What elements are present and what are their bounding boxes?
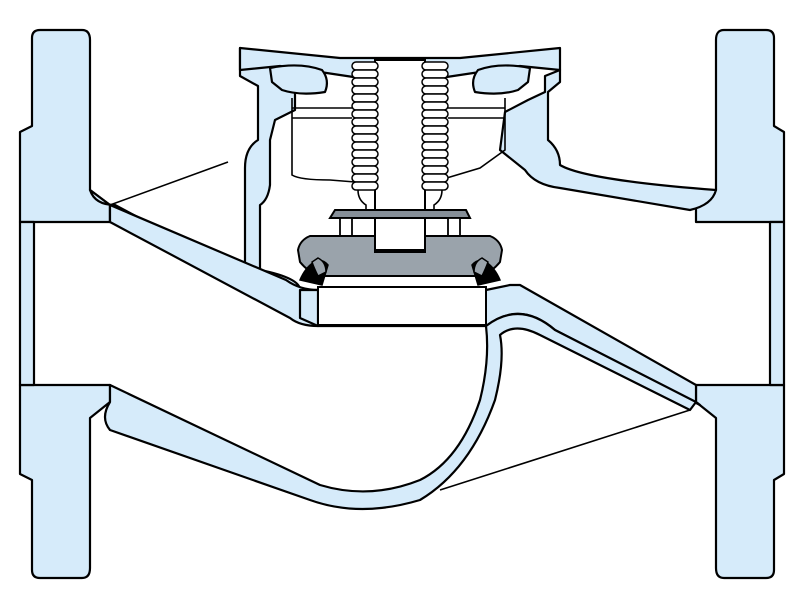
upper-flow-line	[109, 161, 229, 206]
right-flange	[694, 28, 786, 224]
spring-right-coil-2	[421, 77, 449, 87]
spring-left-coil-14	[351, 173, 379, 183]
guide-stem	[374, 59, 426, 251]
bonnet-chamber-left	[291, 98, 356, 183]
spring-right-coil-15	[421, 181, 449, 191]
disc-top-plate-right-foot	[447, 217, 461, 237]
spring-left-coil-13	[351, 165, 379, 175]
spring-right-coil-0	[421, 61, 449, 71]
spring-left-coil-15	[351, 181, 379, 191]
spring-left-coil-9	[351, 133, 379, 143]
left-bore-face	[18, 220, 36, 387]
disc-top-plate-left-foot	[339, 217, 353, 237]
spring-left-coil-10	[351, 141, 379, 151]
spring-right-coil-10	[421, 141, 449, 151]
spring-right-coil-5	[421, 101, 449, 111]
spring-right-coil-3	[421, 85, 449, 95]
spring-right-coil-7	[421, 117, 449, 127]
lower-body-bowl	[103, 312, 698, 511]
spring-right-coil-13	[421, 165, 449, 175]
spring-right-coil-1	[421, 69, 449, 79]
right-seal-ring	[473, 257, 489, 278]
spring-right-guide	[433, 189, 443, 214]
spring-left-coil-12	[351, 157, 379, 167]
spring-left-coil-3	[351, 85, 379, 95]
spring-left-coil-7	[351, 117, 379, 127]
left-seal-ring	[311, 257, 327, 278]
spring-right-coil-4	[421, 93, 449, 103]
right-flange-lower	[694, 383, 786, 580]
spring-left-coil-1	[351, 69, 379, 79]
upper-right-wall	[498, 68, 718, 212]
spring-left-coil-4	[351, 93, 379, 103]
spring-right-coil-6	[421, 109, 449, 119]
spring-left-coil-11	[351, 149, 379, 159]
spring-left-coil-0	[351, 61, 379, 71]
spring-right-coil-9	[421, 133, 449, 143]
spring-left-guide	[357, 189, 367, 214]
bonnet-right-boss	[471, 64, 532, 95]
spring-left-coil-8	[351, 125, 379, 135]
left-bellows-spring	[351, 61, 379, 191]
left-flange	[18, 28, 112, 224]
spring-right-coil-8	[421, 125, 449, 135]
disc-top-plate	[328, 209, 472, 219]
spring-left-coil-6	[351, 109, 379, 119]
spring-right-coil-11	[421, 149, 449, 159]
right-bellows-spring	[421, 61, 449, 191]
bonnet-chamber-right	[439, 98, 506, 181]
bonnet-left-boss	[268, 64, 329, 95]
left-flange-lower	[18, 383, 112, 580]
seat-bore	[317, 286, 487, 326]
spring-right-coil-12	[421, 157, 449, 167]
spring-left-coil-2	[351, 77, 379, 87]
right-bore-face	[768, 220, 786, 387]
spring-left-coil-5	[351, 101, 379, 111]
lower-flow-line	[439, 409, 691, 491]
spring-right-coil-14	[421, 173, 449, 183]
